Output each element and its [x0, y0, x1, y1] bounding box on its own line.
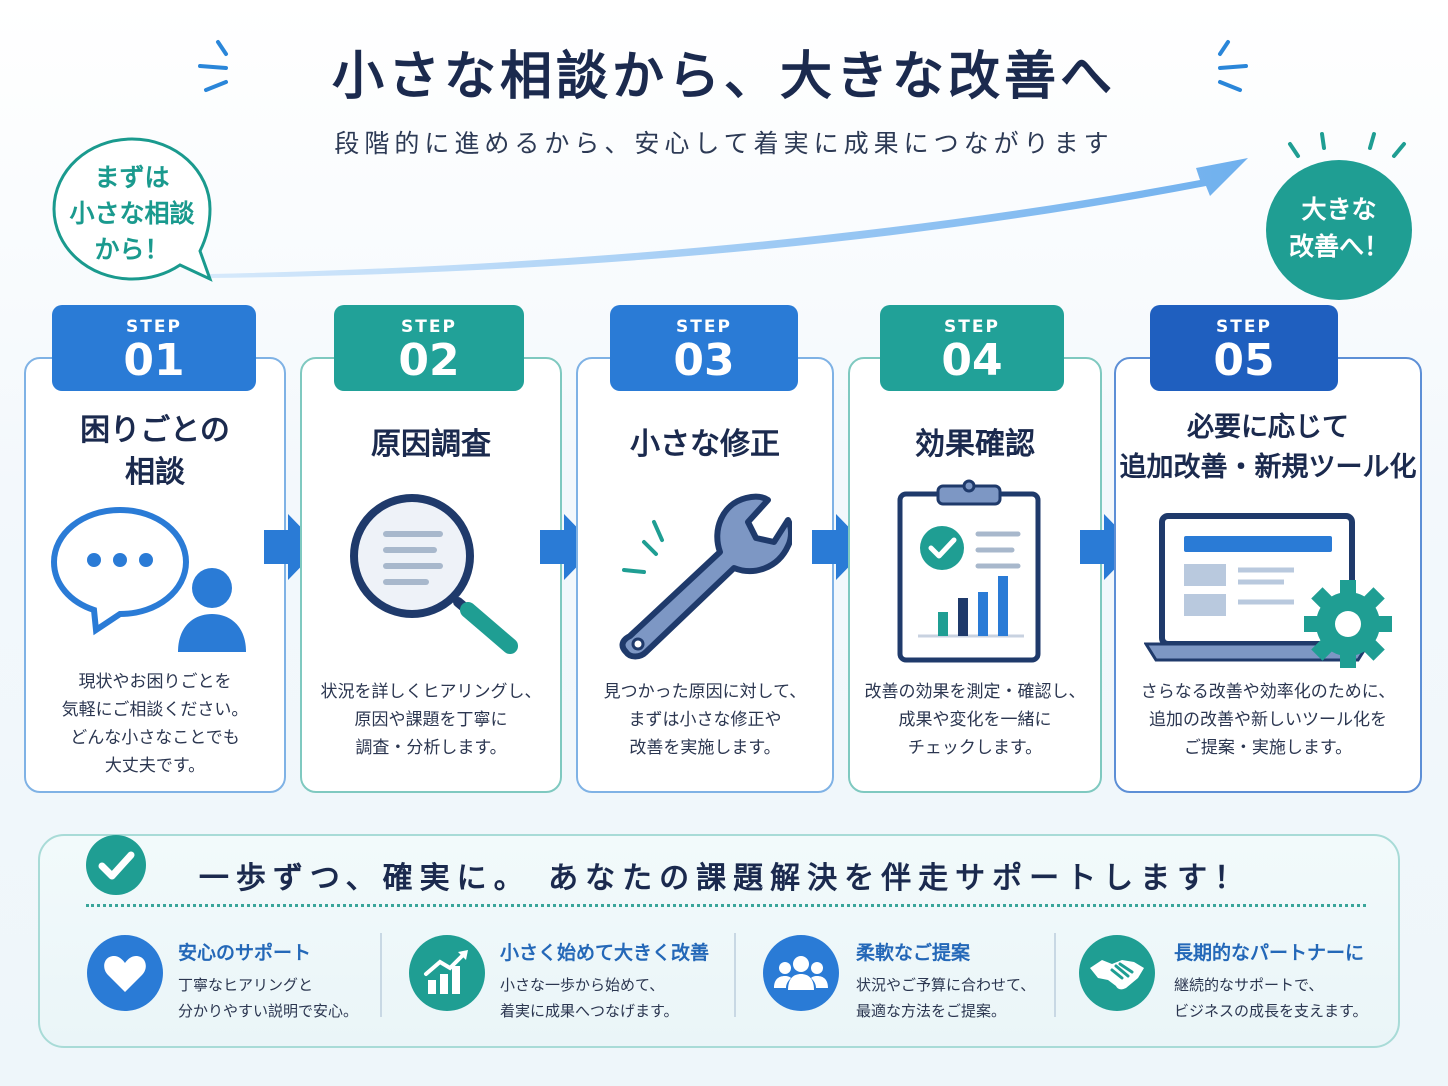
feature-title: 長期的なパートナーに — [1174, 942, 1365, 964]
laptop-gear-icon — [1144, 513, 1392, 668]
step-label: STEP — [401, 317, 457, 337]
feature-desc-line: 状況やご予算に合わせて、 — [856, 976, 1036, 994]
step-desc-line: 原因や課題を丁寧に — [354, 710, 508, 730]
start-speech-bubble — [52, 137, 213, 282]
step-arrow-icon — [812, 514, 868, 580]
step-title-05: 必要に応じて 追加改善・新規ツール化 — [1114, 408, 1422, 488]
support-panel — [38, 834, 1400, 1048]
step-label: STEP — [126, 317, 182, 337]
feature-desc-line: 分かりやすい説明で安心。 — [178, 1002, 359, 1020]
step-title-line: 相談 — [125, 455, 185, 490]
feature-title: 柔軟なご提案 — [856, 942, 971, 964]
step-arrow-icon — [264, 514, 320, 580]
support-tagline: 一歩ずつ、確実に。 あなたの課題解決を伴走サポートします！ — [198, 861, 1252, 896]
step-tab-01: STEP 01 — [52, 305, 256, 391]
step-number: 02 — [398, 335, 460, 386]
feature-desc: 丁寧なヒアリングと 分かりやすい説明で安心。 — [178, 972, 358, 1024]
step-title-line: 効果確認 — [915, 427, 1035, 462]
step-title-04: 効果確認 — [848, 424, 1102, 466]
feature-desc-line: 小さな一歩から始めて、 — [500, 976, 665, 994]
step-number: 04 — [941, 335, 1003, 386]
step-desc-line: 成果や変化を一緒に — [898, 710, 1052, 730]
goal-sparkle-icon — [1288, 132, 1406, 158]
step-label: STEP — [944, 317, 1000, 337]
start-bubble-line: から！ — [94, 235, 170, 264]
step-desc-01: 現状やお困りごとを 気軽にご相談ください。 どんな小さなことでも 大丈夫です。 — [24, 668, 286, 780]
step-desc-line: 気軽にご相談ください。 — [61, 700, 249, 720]
step-desc-line: 見つかった原因に対して、 — [603, 682, 807, 702]
goal-badge-line: 大きな — [1301, 195, 1377, 224]
step-label: STEP — [1216, 317, 1272, 337]
step-title-line: 原因調査 — [371, 427, 491, 462]
step-tab-05: STEP 05 — [1150, 305, 1338, 391]
step-number: 01 — [123, 335, 185, 386]
people-icon — [763, 935, 839, 1011]
goal-badge — [1266, 160, 1412, 300]
handshake-icon — [1079, 935, 1155, 1011]
start-bubble-line: 小さな相談 — [69, 199, 195, 228]
goal-badge-text: 大きな 改善へ！ — [1266, 191, 1412, 265]
step-tab-02: STEP 02 — [334, 305, 524, 391]
step-arrow-icon — [540, 514, 596, 580]
step-desc-line: どんな小さなことでも — [70, 728, 240, 748]
step-desc-05: さらなる改善や効率化のために、 追加の改善や新しいツール化を ご提案・実施します… — [1114, 678, 1422, 762]
step-desc-02: 状況を詳しくヒアリングし、 原因や課題を丁寧に 調査・分析します。 — [300, 678, 562, 762]
step-number: 03 — [673, 335, 735, 386]
feature-title: 小さく始めて大きく改善 — [500, 942, 710, 964]
goal-badge-line: 改善へ！ — [1288, 232, 1389, 261]
step-title-line: 困りごとの — [80, 413, 230, 448]
step-tab-03: STEP 03 — [610, 305, 798, 391]
progress-arrow-icon — [210, 158, 1248, 278]
feature-desc: 状況やご予算に合わせて、 最適な方法をご提案。 — [856, 972, 1035, 1024]
step-desc-line: 大丈夫です。 — [104, 756, 206, 776]
step-tab-04: STEP 04 — [880, 305, 1064, 391]
feature-desc-line: 着実に成果へつなげます。 — [500, 1002, 679, 1020]
step-label: STEP — [676, 317, 732, 337]
feature-desc-line: 継続的なサポートで、 — [1174, 976, 1324, 994]
step-title-01: 困りごとの 相談 — [24, 410, 286, 494]
step-desc-line: 状況を詳しくヒアリングし、 — [320, 682, 542, 702]
step-desc-04: 改善の効果を測定・確認し、 成果や変化を一緒に チェックします。 — [848, 678, 1102, 762]
step-title-line: 追加改善・新規ツール化 — [1119, 452, 1417, 483]
feature-separator — [380, 933, 382, 1017]
step-desc-line: さらなる改善や効率化のために、 — [1140, 682, 1396, 702]
step-desc-line: 改善の効果を測定・確認し、 — [864, 682, 1086, 702]
start-bubble-line: まずは — [94, 163, 170, 192]
step-title-03: 小さな修正 — [576, 424, 834, 466]
chat-bubble-person-icon — [50, 506, 246, 652]
step-desc-line: まずは小さな修正や — [628, 710, 782, 730]
step-title-02: 原因調査 — [300, 424, 562, 466]
check-circle-icon — [86, 835, 146, 895]
dotted-divider — [86, 904, 1366, 907]
sparkle-left-icon — [198, 40, 228, 92]
wrench-icon — [619, 493, 792, 660]
start-bubble-text: まずは 小さな相談 から！ — [48, 160, 216, 268]
feature-desc-line: 最適な方法をご提案。 — [856, 1002, 1007, 1020]
growth-chart-icon — [409, 935, 485, 1011]
feature-desc-line: 丁寧なヒアリングと — [178, 976, 314, 994]
step-desc-line: チェックします。 — [907, 738, 1043, 758]
step-title-line: 必要に応じて — [1187, 412, 1349, 443]
step-title-line: 小さな修正 — [630, 427, 780, 462]
feature-desc-line: ビジネスの成長を支えます。 — [1174, 1002, 1368, 1020]
feature-separator — [1054, 933, 1056, 1017]
feature-desc: 小さな一歩から始めて、 着実に成果へつなげます。 — [500, 972, 679, 1024]
feature-title: 安心のサポート — [178, 942, 312, 964]
step-desc-line: ご提案・実施します。 — [1183, 738, 1353, 758]
heart-icon — [87, 935, 163, 1011]
step-desc-03: 見つかった原因に対して、 まずは小さな修正や 改善を実施します。 — [576, 678, 834, 762]
feature-desc: 継続的なサポートで、 ビジネスの成長を支えます。 — [1174, 972, 1368, 1024]
step-arrow-icon — [1080, 514, 1136, 580]
step-desc-line: 改善を実施します。 — [629, 738, 781, 758]
clipboard-chart-icon — [897, 479, 1041, 663]
step-number: 05 — [1213, 335, 1275, 386]
step-desc-line: 調査・分析します。 — [355, 738, 507, 758]
page-subtitle: 段階的に進めるから、安心して着実に成果につながります — [334, 129, 1114, 158]
feature-separator — [734, 933, 736, 1017]
page-title: 小さな相談から、大きな改善へ — [331, 47, 1116, 107]
magnifier-icon — [350, 494, 518, 654]
step-desc-line: 現状やお困りごとを — [78, 672, 232, 692]
sparkle-right-icon — [1218, 40, 1248, 92]
step-desc-line: 追加の改善や新しいツール化を — [1149, 710, 1387, 730]
